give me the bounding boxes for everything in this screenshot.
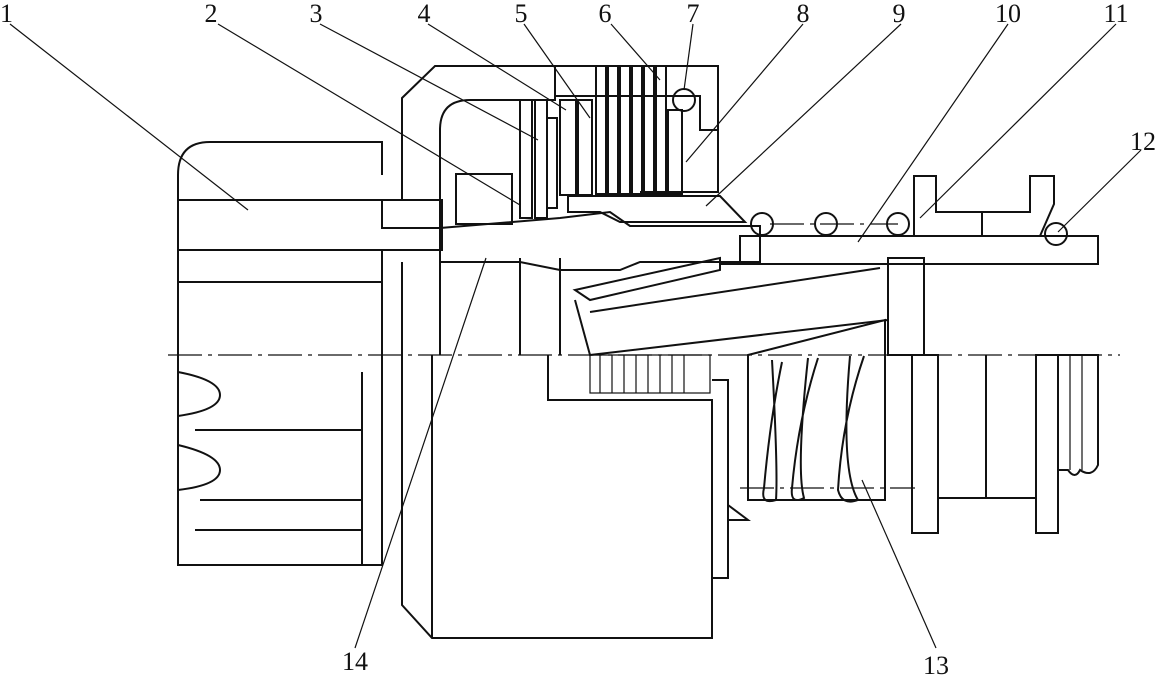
callout-7: 7 [687,0,700,28]
callout-13: 13 [923,651,949,679]
pressure-plates [455,99,577,225]
callout-3: 3 [310,0,323,28]
shaft-sleeve-part-10 [720,235,1099,265]
callout-1: 1 [0,0,13,28]
retainer-part-11 [913,175,1055,237]
callout-8: 8 [797,0,810,28]
callout-6: 6 [599,0,612,28]
callout-9: 9 [893,0,906,28]
callout-10: 10 [995,0,1021,28]
callout-11: 11 [1103,0,1128,28]
callout-12: 12 [1130,127,1156,156]
spring-coil-sections [750,212,910,236]
friction-disc-pack [577,65,683,196]
callout-4: 4 [418,0,431,28]
callout-5: 5 [515,0,528,28]
snap-ring-part-7 [672,88,696,112]
helical-gear-upper [401,236,1099,357]
leader-lines [9,23,1142,649]
callout-14: 14 [342,647,368,676]
lower-outer-view [177,318,1099,639]
callout-2: 2 [205,0,218,28]
circlip-part-12 [1044,222,1068,246]
